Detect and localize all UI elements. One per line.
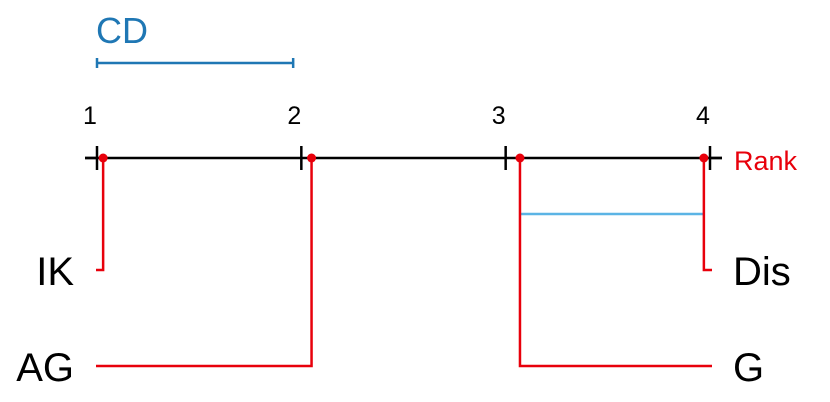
- rank-marker-g: [515, 153, 525, 163]
- rank-marker-dis: [699, 153, 709, 163]
- connector-ag: [96, 158, 313, 368]
- tick-label-1: 1: [83, 102, 97, 130]
- tick-label-3: 3: [492, 102, 506, 130]
- tick-label-2: 2: [287, 102, 301, 130]
- cd-bar: [95, 58, 295, 68]
- rank-marker-ag: [307, 153, 317, 163]
- method-label-ag: AG: [16, 346, 74, 390]
- connector-dis: [702, 158, 712, 272]
- method-label-dis: Dis: [733, 250, 791, 294]
- connector-ik: [96, 158, 105, 272]
- rank-marker-ik: [98, 153, 108, 163]
- tick-label-4: 4: [696, 102, 710, 130]
- rank-axis: 1 2 3 4: [83, 102, 722, 170]
- cd-label: CD: [96, 10, 148, 51]
- method-label-g: G: [733, 346, 764, 390]
- rank-markers: [98, 153, 709, 163]
- method-connectors: [96, 158, 712, 368]
- connector-g: [518, 158, 712, 368]
- axis-name-rank: Rank: [734, 146, 798, 176]
- method-label-ik: IK: [36, 250, 74, 294]
